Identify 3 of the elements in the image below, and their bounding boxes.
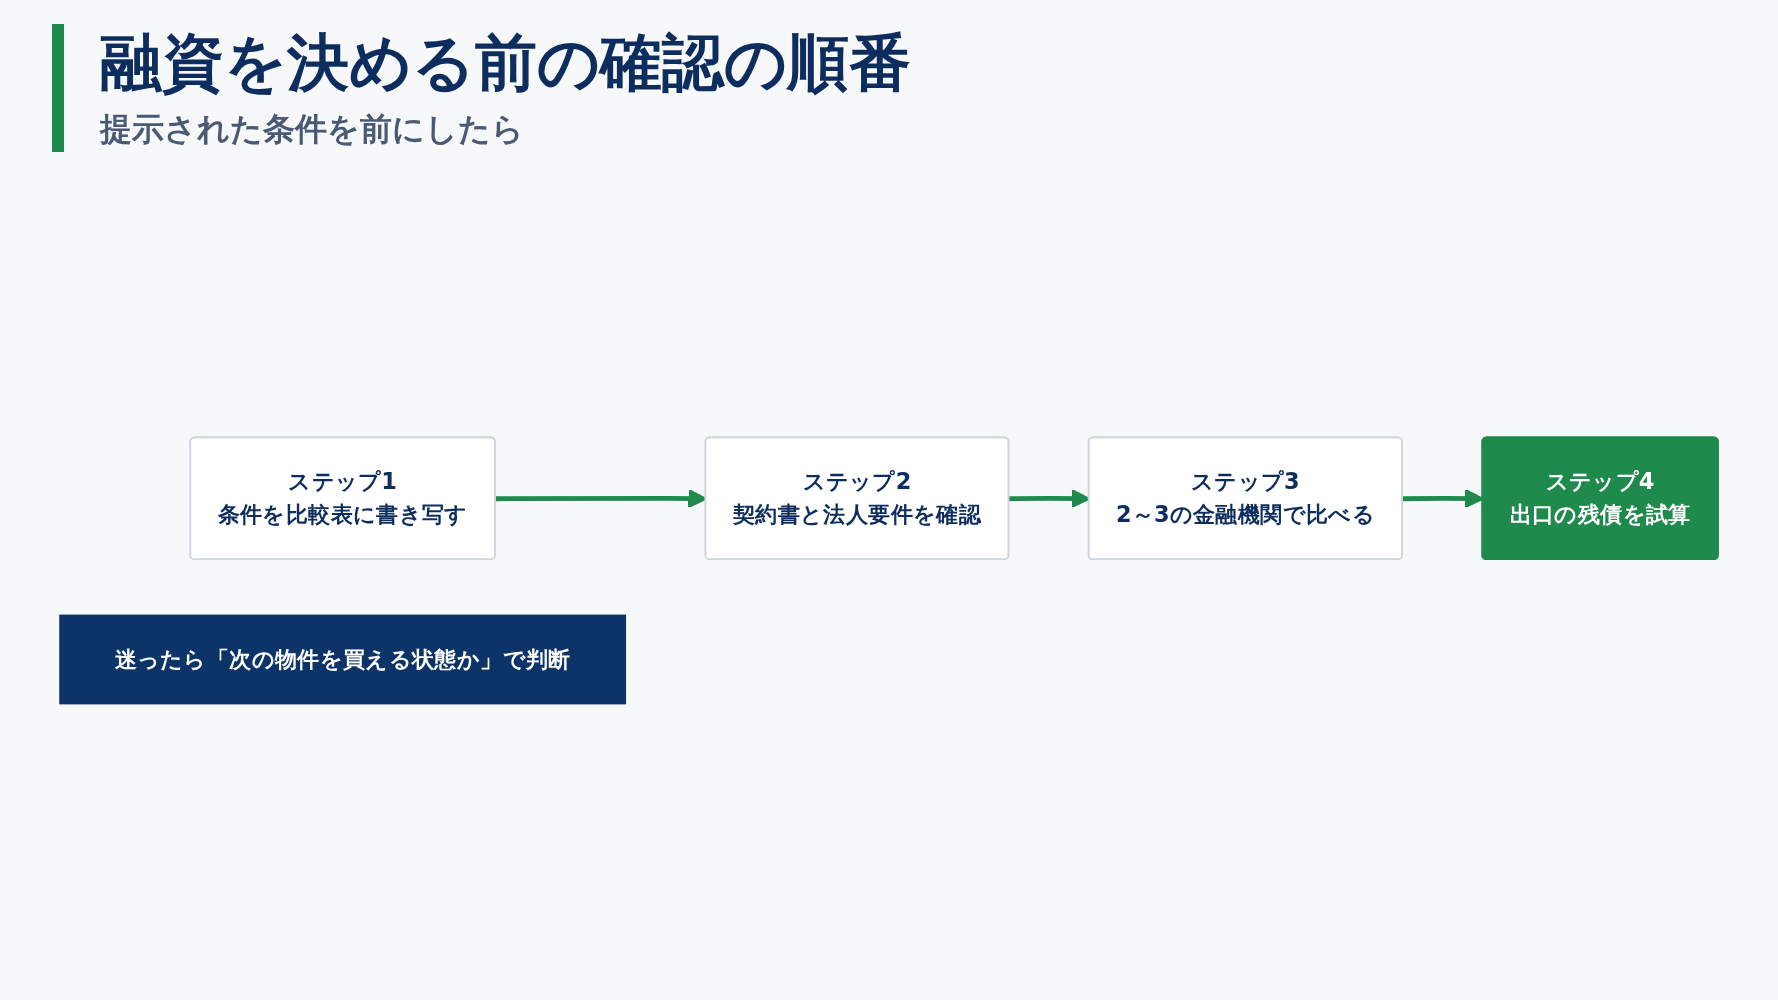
title: 融資を決める前の確認の順番 <box>100 25 911 101</box>
subtitle: 提示された条件を前にしたら <box>100 108 524 150</box>
node-box: 迷ったら「次の物件を買える状態か」で判断 <box>59 614 627 705</box>
